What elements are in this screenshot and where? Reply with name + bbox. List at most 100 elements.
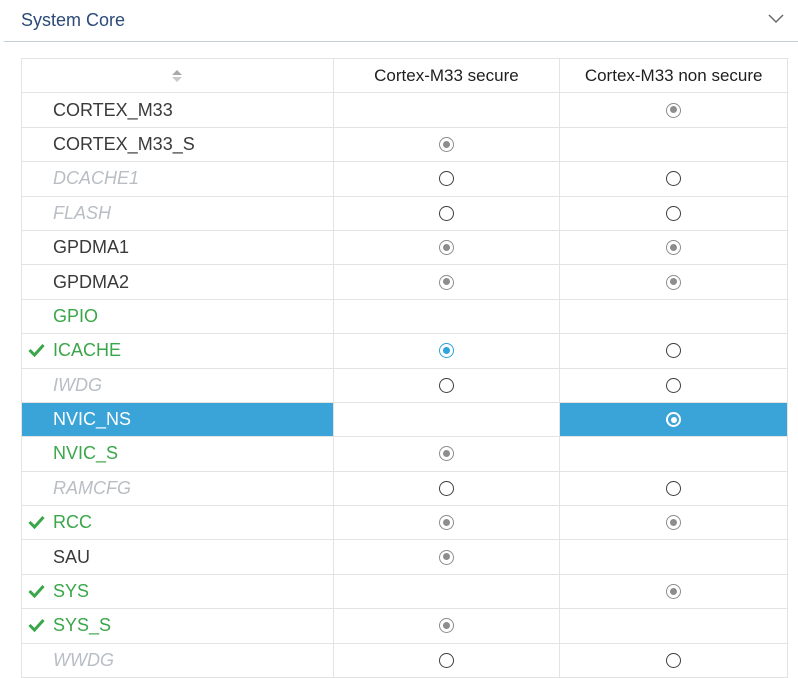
radio-secure[interactable] xyxy=(438,274,454,290)
non-secure-cell xyxy=(560,127,788,162)
secure-cell xyxy=(334,230,561,265)
table-row[interactable]: GPIO xyxy=(22,299,788,335)
system-core-header[interactable]: System Core xyxy=(0,0,798,42)
table-row[interactable]: RCC xyxy=(22,506,788,541)
radio-non-secure[interactable] xyxy=(666,274,682,290)
table-row[interactable]: SYS_S xyxy=(22,609,788,644)
secure-cell xyxy=(334,402,561,437)
radio-non-secure[interactable] xyxy=(666,102,682,118)
table-row[interactable]: ICACHE xyxy=(22,334,788,369)
peripheral-name: SYS xyxy=(53,581,90,602)
peripheral-name: ICACHE xyxy=(53,340,122,361)
peripheral-name-cell[interactable]: SYS_S xyxy=(22,609,334,643)
non-secure-cell xyxy=(560,299,788,334)
peripheral-name-cell[interactable]: ICACHE xyxy=(22,334,334,368)
table-row[interactable]: CORTEX_M33_S xyxy=(22,127,788,163)
radio-non-secure[interactable] xyxy=(666,515,682,531)
secure-cell xyxy=(334,471,561,506)
secure-cell xyxy=(334,162,561,196)
peripheral-name-cell[interactable]: CORTEX_M33_S xyxy=(22,127,334,162)
peripheral-name: FLASH xyxy=(53,202,112,223)
peripheral-name-cell[interactable]: RCC xyxy=(22,506,334,540)
non-secure-cell xyxy=(560,230,788,265)
radio-secure[interactable] xyxy=(438,480,454,496)
table-row[interactable]: IWDG xyxy=(22,368,788,403)
radio-secure[interactable] xyxy=(438,446,454,462)
peripheral-name: WWDG xyxy=(53,649,114,670)
table-row[interactable]: GPDMA1 xyxy=(22,230,788,266)
secure-cell xyxy=(334,506,561,540)
radio-secure[interactable] xyxy=(438,136,454,152)
peripheral-name-cell[interactable]: CORTEX_M33 xyxy=(22,93,334,127)
check-icon xyxy=(28,344,45,358)
secure-cell xyxy=(334,196,561,230)
check-icon xyxy=(28,516,45,530)
peripheral-name-cell[interactable]: IWDG xyxy=(22,368,334,402)
column-header-secure[interactable]: Cortex-M33 secure xyxy=(334,59,561,93)
table-row[interactable]: CORTEX_M33 xyxy=(22,93,788,128)
peripheral-name-cell[interactable]: FLASH xyxy=(22,196,334,230)
table-row[interactable]: WWDG xyxy=(22,643,788,678)
radio-secure[interactable] xyxy=(438,171,454,187)
peripheral-name-cell[interactable]: NVIC_NS xyxy=(22,402,334,437)
radio-secure[interactable] xyxy=(438,618,454,634)
non-secure-cell xyxy=(560,540,788,574)
radio-non-secure[interactable] xyxy=(666,205,682,221)
peripheral-name: NVIC_NS xyxy=(53,409,132,430)
secure-cell xyxy=(334,299,561,334)
non-secure-cell xyxy=(560,437,788,471)
radio-non-secure[interactable] xyxy=(666,240,682,256)
name-column-header[interactable] xyxy=(22,59,334,93)
peripheral-name: GPDMA1 xyxy=(53,237,130,258)
peripheral-name: GPDMA2 xyxy=(53,271,130,292)
secure-cell xyxy=(334,265,561,299)
radio-non-secure[interactable] xyxy=(666,377,682,393)
chevron-down-icon[interactable] xyxy=(768,14,784,24)
radio-non-secure[interactable] xyxy=(666,171,682,187)
table-row[interactable]: NVIC_S xyxy=(22,437,788,472)
table-row[interactable]: SYS xyxy=(22,574,788,610)
table-row[interactable]: NVIC_NS xyxy=(22,402,788,438)
peripheral-name-cell[interactable]: SAU xyxy=(22,540,334,574)
radio-secure[interactable] xyxy=(438,377,454,393)
peripheral-name-cell[interactable]: GPIO xyxy=(22,299,334,334)
peripheral-name: RCC xyxy=(53,512,92,533)
column-header-non-secure[interactable]: Cortex-M33 non secure xyxy=(560,59,788,93)
non-secure-cell xyxy=(560,368,788,402)
peripheral-name-cell[interactable]: RAMCFG xyxy=(22,471,334,506)
radio-non-secure[interactable] xyxy=(666,480,682,496)
table-row[interactable]: DCACHE1 xyxy=(22,162,788,197)
table-row[interactable]: SAU xyxy=(22,540,788,575)
radio-secure[interactable] xyxy=(438,240,454,256)
non-secure-cell xyxy=(560,196,788,230)
non-secure-cell xyxy=(560,162,788,196)
non-secure-cell xyxy=(560,506,788,540)
peripheral-name-cell[interactable]: WWDG xyxy=(22,643,334,678)
peripheral-name-cell[interactable]: GPDMA1 xyxy=(22,230,334,265)
radio-secure[interactable] xyxy=(438,515,454,531)
radio-non-secure[interactable] xyxy=(666,343,682,359)
secure-cell xyxy=(334,437,561,471)
non-secure-cell xyxy=(560,334,788,368)
peripheral-name-cell[interactable]: SYS xyxy=(22,574,334,609)
table-row[interactable]: RAMCFG xyxy=(22,471,788,507)
radio-secure[interactable] xyxy=(438,549,454,565)
table-row[interactable]: GPDMA2 xyxy=(22,265,788,300)
peripheral-name-cell[interactable]: DCACHE1 xyxy=(22,162,334,196)
secure-cell xyxy=(334,368,561,402)
non-secure-cell xyxy=(560,574,788,609)
radio-non-secure[interactable] xyxy=(666,412,682,428)
sort-icon[interactable] xyxy=(171,68,183,84)
peripheral-name-cell[interactable]: NVIC_S xyxy=(22,437,334,471)
secure-cell xyxy=(334,609,561,643)
panel-title: System Core xyxy=(21,10,126,30)
peripheral-name: GPIO xyxy=(53,305,99,326)
peripheral-name-cell[interactable]: GPDMA2 xyxy=(22,265,334,299)
secure-cell xyxy=(334,540,561,574)
table-row[interactable]: FLASH xyxy=(22,196,788,231)
check-icon xyxy=(28,584,45,598)
radio-secure[interactable] xyxy=(438,343,454,359)
radio-non-secure[interactable] xyxy=(666,584,682,600)
radio-secure[interactable] xyxy=(438,205,454,221)
secure-cell xyxy=(334,93,561,127)
